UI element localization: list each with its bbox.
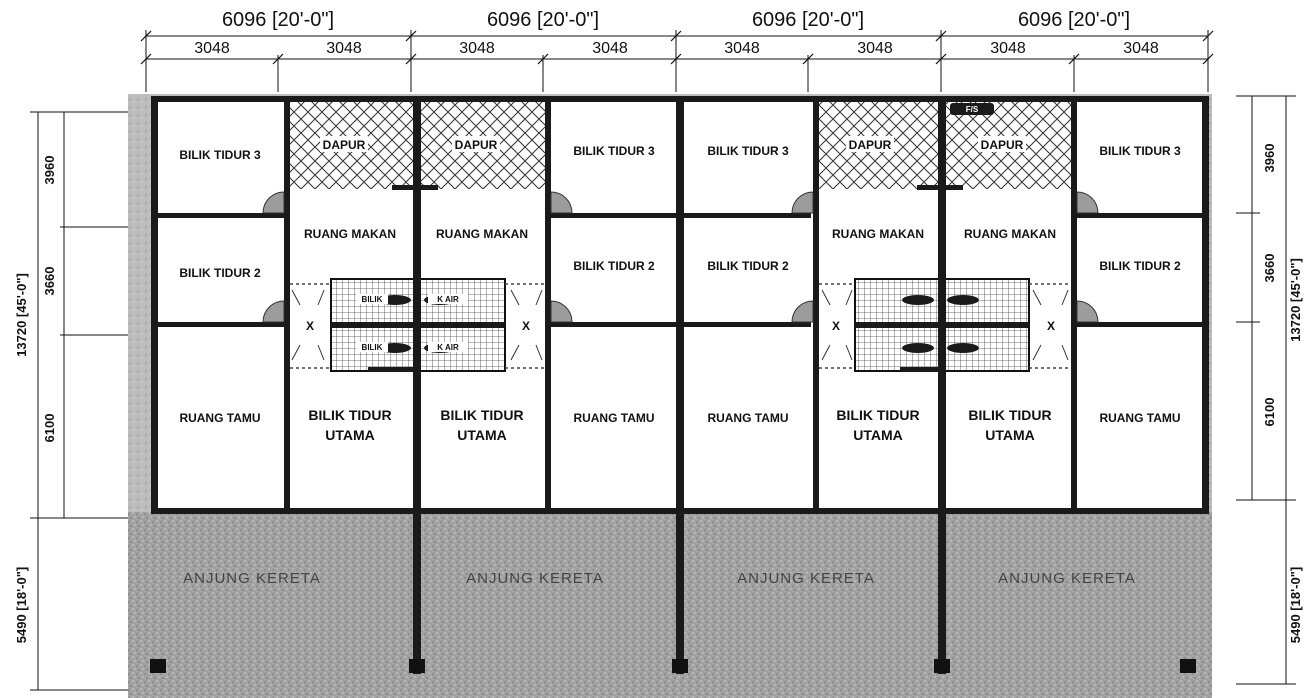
passage-mark-4: X (1047, 319, 1055, 333)
dim-unit-4: 6096 [20'-0"] (1018, 9, 1130, 31)
label-porch-unit-3: ANJUNG KERETA (737, 570, 875, 587)
column-icon (150, 659, 1196, 673)
dim-left-porch: 5490 [18'-0"] (14, 567, 29, 643)
label-living-unit-1: RUANG TAMU (179, 411, 260, 425)
label-bath-cut-b-bottom: K AIR (437, 343, 459, 352)
label-living-unit-2: RUANG TAMU (573, 411, 654, 425)
label-bath-cut-a-bottom: BILIK (362, 343, 383, 352)
door-swing-icon (262, 191, 1099, 323)
dim-sub-2: 3048 (326, 40, 362, 57)
dim-left-row-1: 3960 (42, 156, 57, 185)
passage-mark-2: X (522, 319, 530, 333)
fs-tag: F/S (966, 105, 979, 114)
dim-right-row-1: 3960 (1262, 144, 1277, 173)
label-master-unit-2-line1: BILIK TIDUR (440, 407, 523, 423)
label-master-unit-3-line1: BILIK TIDUR (836, 407, 919, 423)
passage-mark-1: X (306, 319, 314, 333)
dim-right-row-2: 3660 (1262, 254, 1277, 283)
label-bedroom-3-unit-1: BILIK TIDUR 3 (179, 148, 261, 162)
dim-left-row-3: 6100 (42, 414, 57, 443)
label-dining-unit-4: RUANG MAKAN (964, 227, 1056, 241)
label-porch-unit-1: ANJUNG KERETA (183, 570, 321, 587)
car-porch-area (128, 512, 1212, 698)
label-bedroom-3-unit-3: BILIK TIDUR 3 (707, 144, 789, 158)
dim-sub-8: 3048 (1123, 40, 1159, 57)
dim-right-row-3: 6100 (1262, 398, 1277, 427)
label-bath-cut-a-top: BILIK (362, 295, 383, 304)
label-bedroom-2-unit-3: BILIK TIDUR 2 (707, 259, 789, 273)
label-bath-cut-b-top: K AIR (437, 295, 459, 304)
label-kitchen-unit-1: DAPUR (323, 138, 366, 152)
label-porch-unit-4: ANJUNG KERETA (998, 570, 1136, 587)
label-bedroom-2-unit-4: BILIK TIDUR 2 (1099, 259, 1181, 273)
room-labels: BILIK TIDUR 3 BILIK TIDUR 3 BILIK TIDUR … (179, 136, 1181, 587)
label-kitchen-unit-4: DAPUR (981, 138, 1024, 152)
dim-unit-3: 6096 [20'-0"] (752, 9, 864, 31)
dim-sub-6: 3048 (857, 40, 893, 57)
label-kitchen-unit-3: DAPUR (849, 138, 892, 152)
label-bedroom-2-unit-2: BILIK TIDUR 2 (573, 259, 655, 273)
passage-mark-3: X (832, 319, 840, 333)
right-dimensions: 3960 3660 13720 [45'-0"] 6100 5490 [18'-… (1236, 95, 1303, 685)
label-master-unit-2-line2: UTAMA (457, 427, 507, 443)
label-master-unit-1-line2: UTAMA (325, 427, 375, 443)
label-master-unit-1-line1: BILIK TIDUR (308, 407, 391, 423)
top-dimensions: 6096 [20'-0"] 6096 [20'-0"] 6096 [20'-0"… (140, 9, 1214, 92)
left-dimensions: 13720 [45'-0"] 3960 3660 6100 5490 [18'-… (14, 111, 130, 691)
label-bedroom-3-unit-4: BILIK TIDUR 3 (1099, 144, 1181, 158)
label-master-unit-3-line2: UTAMA (853, 427, 903, 443)
label-master-unit-4-line2: UTAMA (985, 427, 1035, 443)
label-porch-unit-2: ANJUNG KERETA (466, 570, 604, 587)
label-bedroom-3-unit-2: BILIK TIDUR 3 (573, 144, 655, 158)
label-dining-unit-2: RUANG MAKAN (436, 227, 528, 241)
dim-sub-7: 3048 (990, 40, 1026, 57)
label-dining-unit-1: RUANG MAKAN (304, 227, 396, 241)
label-dining-unit-3: RUANG MAKAN (832, 227, 924, 241)
dim-sub-5: 3048 (724, 40, 760, 57)
dim-sub-1: 3048 (194, 40, 230, 57)
dim-left-row-2: 3660 (42, 267, 57, 296)
label-master-unit-4-line1: BILIK TIDUR (968, 407, 1051, 423)
label-living-unit-3: RUANG TAMU (707, 411, 788, 425)
dim-right-total: 13720 [45'-0"] (1288, 258, 1303, 342)
dim-unit-2: 6096 [20'-0"] (487, 9, 599, 31)
dim-sub-4: 3048 (592, 40, 628, 57)
walls (151, 96, 1209, 674)
label-living-unit-4: RUANG TAMU (1099, 411, 1180, 425)
dim-sub-3: 3048 (459, 40, 495, 57)
fs-tag-box (950, 103, 994, 115)
dim-right-porch: 5490 [18'-0"] (1288, 567, 1303, 643)
label-kitchen-unit-2: DAPUR (455, 138, 498, 152)
label-bedroom-2-unit-1: BILIK TIDUR 2 (179, 266, 261, 280)
dim-unit-1: 6096 [20'-0"] (222, 9, 334, 31)
dim-left-total: 13720 [45'-0"] (14, 273, 29, 357)
